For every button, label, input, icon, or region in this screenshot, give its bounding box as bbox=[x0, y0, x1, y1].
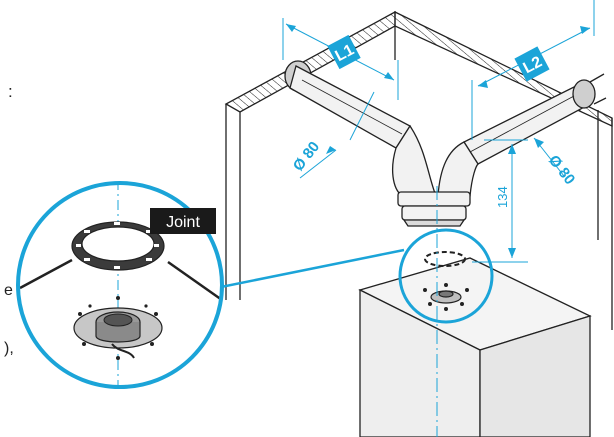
joint-ring-small bbox=[424, 251, 466, 267]
pipe-assembly bbox=[284, 60, 607, 227]
svg-text:Joint: Joint bbox=[166, 214, 200, 231]
diameter-right-label: Ø 80 bbox=[545, 152, 578, 188]
cut-text-paren: ), bbox=[4, 340, 14, 357]
joint-label: Joint bbox=[150, 208, 216, 234]
dimension-lines bbox=[215, 0, 595, 437]
svg-text:L2: L2 bbox=[520, 53, 545, 77]
svg-text:L1: L1 bbox=[332, 41, 357, 65]
zoom-source-circle bbox=[398, 228, 494, 324]
cut-text-colon: : bbox=[8, 82, 13, 101]
flue-flange bbox=[73, 296, 163, 360]
joint-ring-large bbox=[71, 221, 165, 271]
cut-text-e: e bbox=[4, 282, 13, 299]
diameter-left-label: Ø 80 bbox=[290, 138, 323, 174]
boiler-body bbox=[358, 257, 592, 437]
label-l1: L1 bbox=[327, 34, 361, 70]
height-dimension-label: 134 bbox=[495, 186, 510, 208]
label-l2: L2 bbox=[514, 46, 550, 82]
dimension-arrows bbox=[286, 24, 590, 258]
boiler-socket bbox=[423, 283, 470, 312]
